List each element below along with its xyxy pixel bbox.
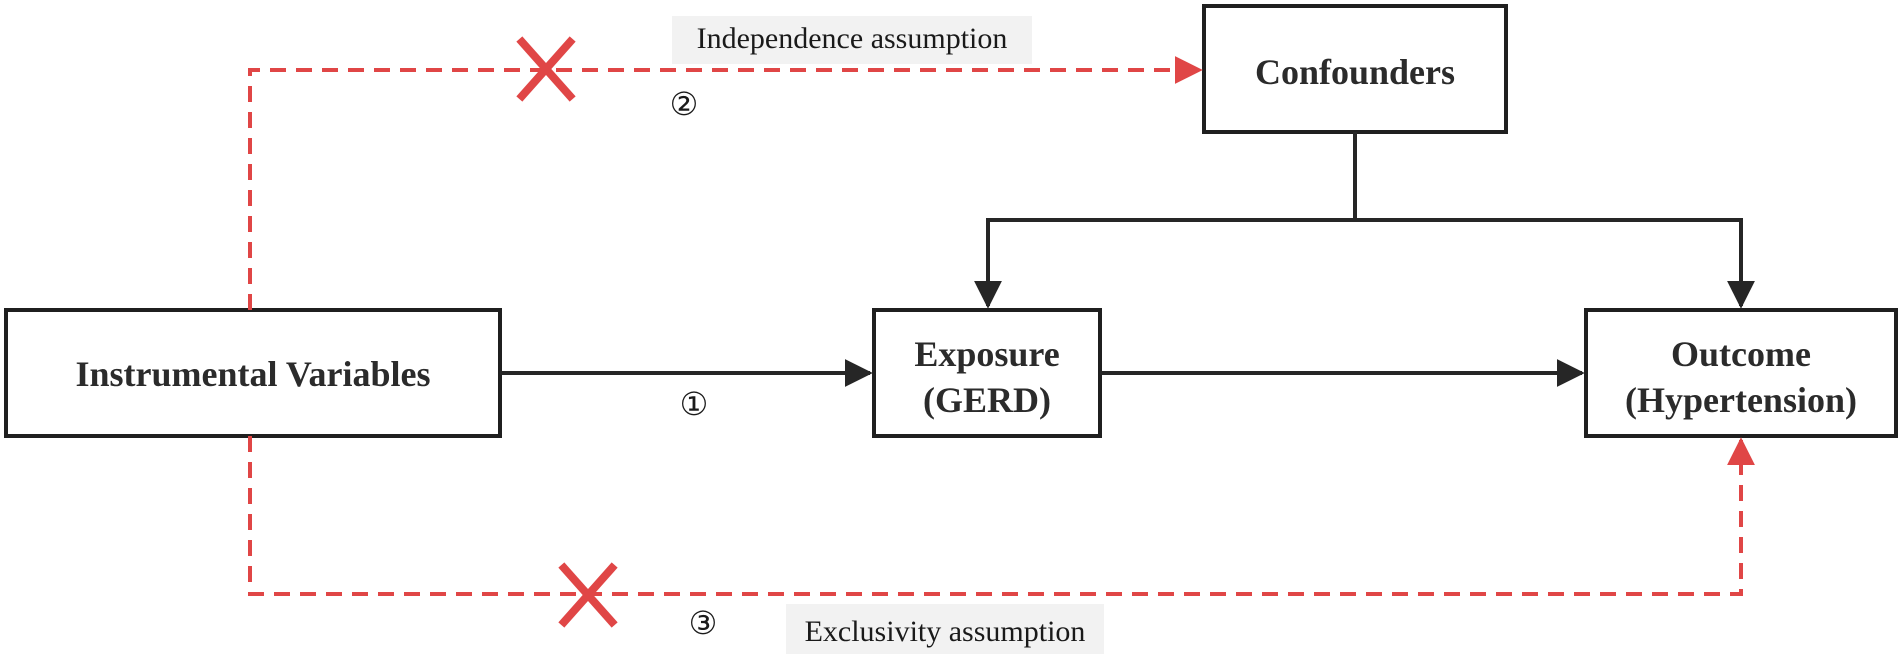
confounders-label: Confounders [1255, 52, 1455, 92]
confounders-to-outcome-arrow [1355, 218, 1755, 309]
exposure-sublabel: (GERD) [923, 380, 1051, 420]
outcome-sublabel: (Hypertension) [1625, 380, 1857, 420]
relevance-number: ① [680, 385, 709, 423]
instrumental-variables-label: Instrumental Variables [75, 354, 430, 394]
outcome-label: Outcome [1671, 334, 1811, 374]
iv-to-confounders-dashed-arrow [248, 56, 1203, 310]
confounders-box [1202, 4, 1508, 134]
exclusivity-assumption-label: Exclusivity assumption [805, 615, 1086, 648]
exposure-label: Exposure [914, 334, 1059, 374]
independence-assumption-label: Independence assumption [697, 22, 1008, 55]
independence-violation-cross-icon [516, 36, 576, 102]
independence-label-bg [672, 16, 1032, 64]
independence-number: ② [670, 85, 699, 123]
confounders-to-exposure-arrow [974, 218, 1355, 309]
exclusivity-label-bg [786, 604, 1104, 654]
outcome-box [1584, 308, 1898, 438]
exclusivity-violation-cross-icon [558, 562, 618, 628]
exclusivity-number: ③ [689, 604, 718, 642]
iv-to-outcome-dashed-arrow [248, 436, 1755, 596]
instrumental-variables-box [4, 308, 502, 438]
